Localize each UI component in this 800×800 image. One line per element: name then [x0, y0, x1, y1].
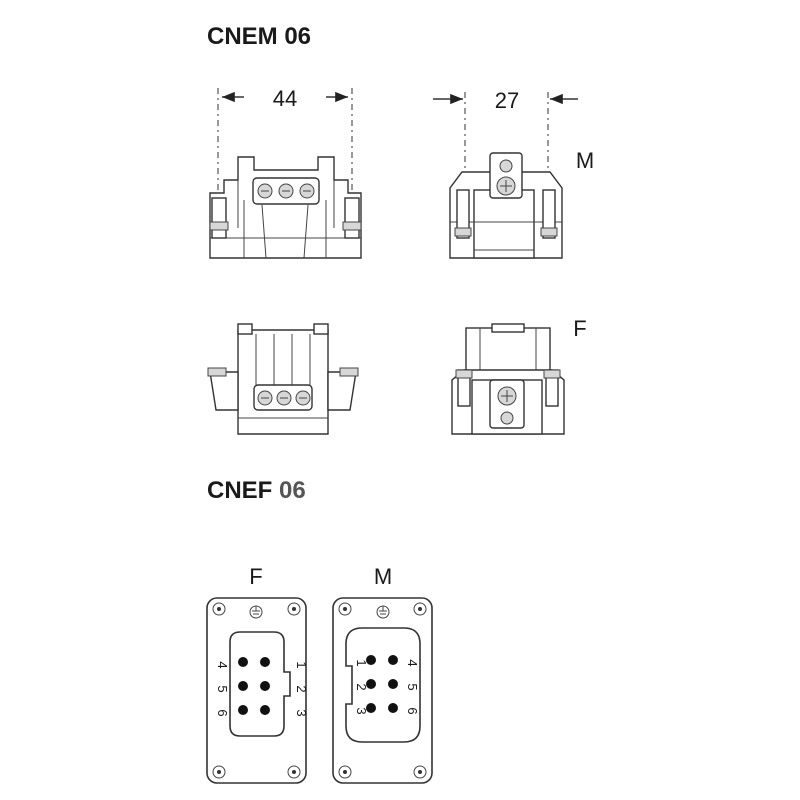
title-cnef-prefix: CNEF	[207, 477, 279, 504]
title-cnef: CNEF 06	[207, 477, 306, 504]
title-cnem: CNEM 06	[207, 23, 311, 50]
face-male-label: M	[374, 564, 392, 589]
front-view-male	[209, 156, 362, 259]
face-female-label: F	[249, 564, 262, 589]
face-male-pin-left-1: 1	[354, 659, 369, 666]
face-male-pin-left-3: 3	[354, 707, 369, 714]
side-view-male	[449, 152, 563, 259]
label-male: M	[576, 148, 594, 173]
dimension-width: 44	[217, 86, 353, 190]
face-view-female: 4 5 6 1 2 3	[206, 597, 309, 784]
side-view-female	[451, 323, 565, 435]
face-male-pin-left-2: 2	[354, 683, 369, 690]
face-male-pin-right-2: 5	[405, 683, 420, 690]
face-female-pin-right-3: 3	[294, 709, 309, 716]
face-female-pin-right-1: 1	[294, 661, 309, 668]
face-female-pin-left-2: 5	[215, 685, 230, 692]
dimension-width-value: 44	[273, 86, 297, 111]
dimension-depth-value: 27	[495, 88, 519, 113]
dimension-depth: 27	[433, 88, 578, 170]
face-view-male: 1 2 3 4 5 6	[332, 597, 433, 784]
face-female-pin-left-3: 6	[215, 709, 230, 716]
title-cnef-number: 06	[279, 477, 306, 504]
front-view-female	[207, 323, 359, 435]
face-female-pin-right-2: 2	[294, 685, 309, 692]
label-female: F	[573, 316, 586, 341]
face-male-pin-right-1: 4	[405, 659, 420, 666]
face-male-pin-right-3: 6	[405, 707, 420, 714]
face-female-pin-left-1: 4	[215, 661, 230, 668]
